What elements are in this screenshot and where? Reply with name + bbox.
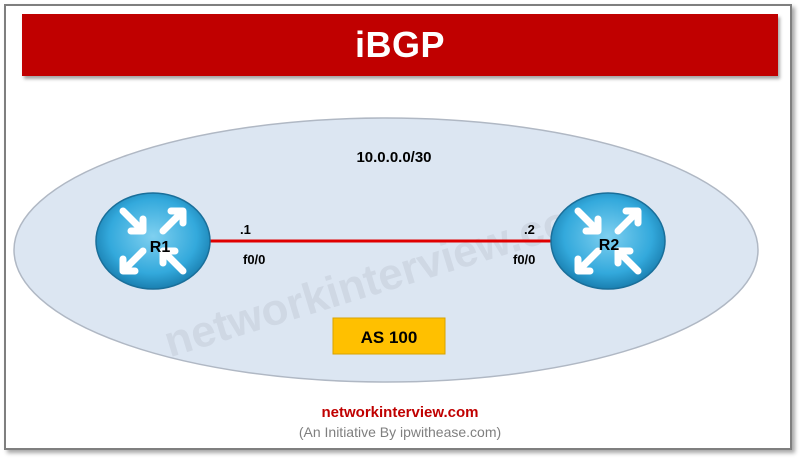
subnet-label: 10.0.0.0/30: [356, 149, 431, 166]
router-name: R2: [599, 237, 620, 254]
router-name: R1: [150, 239, 171, 256]
r2-ip-label: .2: [524, 222, 535, 237]
footer-subtitle: (An Initiative By ipwithease.com): [298, 424, 502, 440]
router-r2[interactable]: R2: [550, 192, 666, 290]
r2-interface-label: f0/0: [513, 252, 535, 267]
router-r1[interactable]: R1: [95, 192, 211, 290]
r1-interface-label: f0/0: [243, 252, 265, 267]
footer-site-link[interactable]: networkinterview.com: [321, 404, 479, 421]
network-ellipse: [13, 117, 759, 383]
title-banner: iBGP: [22, 14, 778, 76]
r1-ip-label: .1: [240, 222, 251, 237]
page-title: iBGP: [354, 24, 445, 65]
as-label: AS 100: [361, 328, 418, 347]
as-box: [332, 317, 446, 355]
